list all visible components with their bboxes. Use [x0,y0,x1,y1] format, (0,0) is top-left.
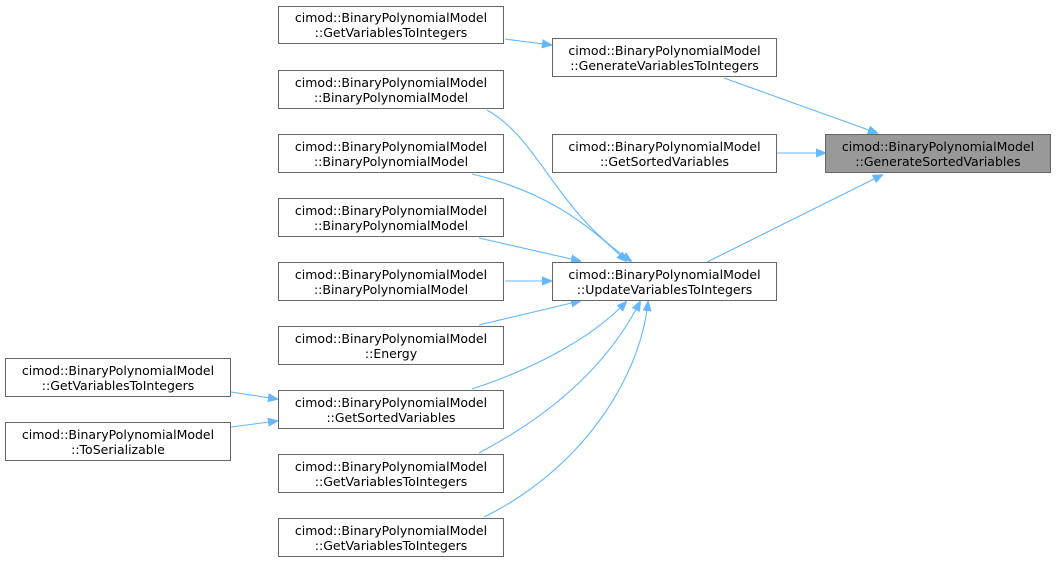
node-label-line2: ::Energy [364,345,418,361]
node-left-get-variables-to-integers[interactable]: cimod::BinaryPolynomialModel ::GetVariab… [5,358,231,397]
node-label-line2: ::BinaryPolynomialModel [313,281,469,297]
edge-genvti-to-target [723,77,877,133]
edge-left-getvti-to-getsorted [230,391,277,399]
edge-getsorted-mid-to-update [471,302,626,390]
node-label-line1: cimod::BinaryPolynomialModel [21,362,215,378]
node-update-variables-to-integers[interactable]: cimod::BinaryPolynomialModel ::UpdateVar… [552,262,777,301]
node-get-variables-to-integers-3[interactable]: cimod::BinaryPolynomialModel ::GetVariab… [278,518,504,557]
node-label-line1: cimod::BinaryPolynomialModel [294,138,488,154]
node-label-line1: cimod::BinaryPolynomialModel [568,42,761,58]
node-label-line2: ::BinaryPolynomialModel [313,153,469,169]
node-label-line2: ::BinaryPolynomialModel [313,89,469,105]
node-binary-polynomial-model-ctor-3[interactable]: cimod::BinaryPolynomialModel ::BinaryPol… [278,198,504,237]
node-label-line1: cimod::BinaryPolynomialModel [294,330,488,346]
node-get-sorted-variables-mid[interactable]: cimod::BinaryPolynomialModel ::GetSorted… [278,390,504,429]
node-binary-polynomial-model-ctor-2[interactable]: cimod::BinaryPolynomialModel ::BinaryPol… [278,134,504,173]
edge-update-to-target [706,175,882,263]
edge-left-toser-to-getsorted [230,421,277,428]
node-label-line2: ::UpdateVariablesToIntegers [576,281,753,297]
node-label-line2: ::GenerateVariablesToIntegers [570,57,759,73]
node-get-variables-to-integers-2[interactable]: cimod::BinaryPolynomialModel ::GetVariab… [278,454,504,493]
node-label-line2: ::GetVariablesToIntegers [41,377,195,393]
node-generate-sorted-variables-target: cimod::BinaryPolynomialModel ::GenerateS… [825,134,1051,173]
node-label-line1: cimod::BinaryPolynomialModel [294,202,488,218]
edge-ctor2-to-update [471,173,626,261]
node-label-line1: cimod::BinaryPolynomialModel [294,10,488,25]
node-label-line2: ::GetVariablesToIntegers [314,25,468,40]
node-label-line1: cimod::BinaryPolynomialModel [568,138,761,154]
node-left-to-serializable[interactable]: cimod::BinaryPolynomialModel ::ToSeriali… [5,422,231,461]
node-label-line1: cimod::BinaryPolynomialModel [294,522,488,538]
edge-ctor1-to-update [486,109,631,261]
node-label-line2: ::GetSortedVariables [599,153,730,169]
node-label-line2: ::GetVariablesToIntegers [314,537,468,553]
node-binary-polynomial-model-ctor-4[interactable]: cimod::BinaryPolynomialModel ::BinaryPol… [278,262,504,301]
node-label-line2: ::GenerateSortedVariables [855,153,1021,169]
edge-getvti3-to-update [483,302,648,518]
node-energy[interactable]: cimod::BinaryPolynomialModel ::Energy [278,326,504,365]
node-label-line2: ::GetSortedVariables [326,409,456,425]
node-get-sorted-variables-top[interactable]: cimod::BinaryPolynomialModel ::GetSorted… [552,134,777,173]
node-label-line1: cimod::BinaryPolynomialModel [294,458,488,474]
node-label-line1: cimod::BinaryPolynomialModel [294,394,488,410]
node-generate-variables-to-integers[interactable]: cimod::BinaryPolynomialModel ::GenerateV… [552,38,777,77]
node-binary-polynomial-model-ctor-1[interactable]: cimod::BinaryPolynomialModel ::BinaryPol… [278,70,504,109]
node-label-line1: cimod::BinaryPolynomialModel [294,74,488,90]
edge-energy-to-update [478,301,580,326]
node-label-line2: ::ToSerializable [71,441,165,457]
node-label-line2: ::GetVariablesToIntegers [314,473,468,489]
edge-getvti2-to-update [478,302,640,454]
node-label-line1: cimod::BinaryPolynomialModel [21,426,215,442]
node-label-line1: cimod::BinaryPolynomialModel [294,266,488,282]
node-label-line2: ::BinaryPolynomialModel [313,217,469,233]
node-label-line1: cimod::BinaryPolynomialModel [568,266,761,282]
edge-ctor3-to-update [478,237,580,261]
node-get-variables-to-integers-top[interactable]: cimod::BinaryPolynomialModel ::GetVariab… [278,6,504,44]
edge-getvti-to-genvti [504,38,551,45]
node-label-line1: cimod::BinaryPolynomialModel [841,138,1035,154]
